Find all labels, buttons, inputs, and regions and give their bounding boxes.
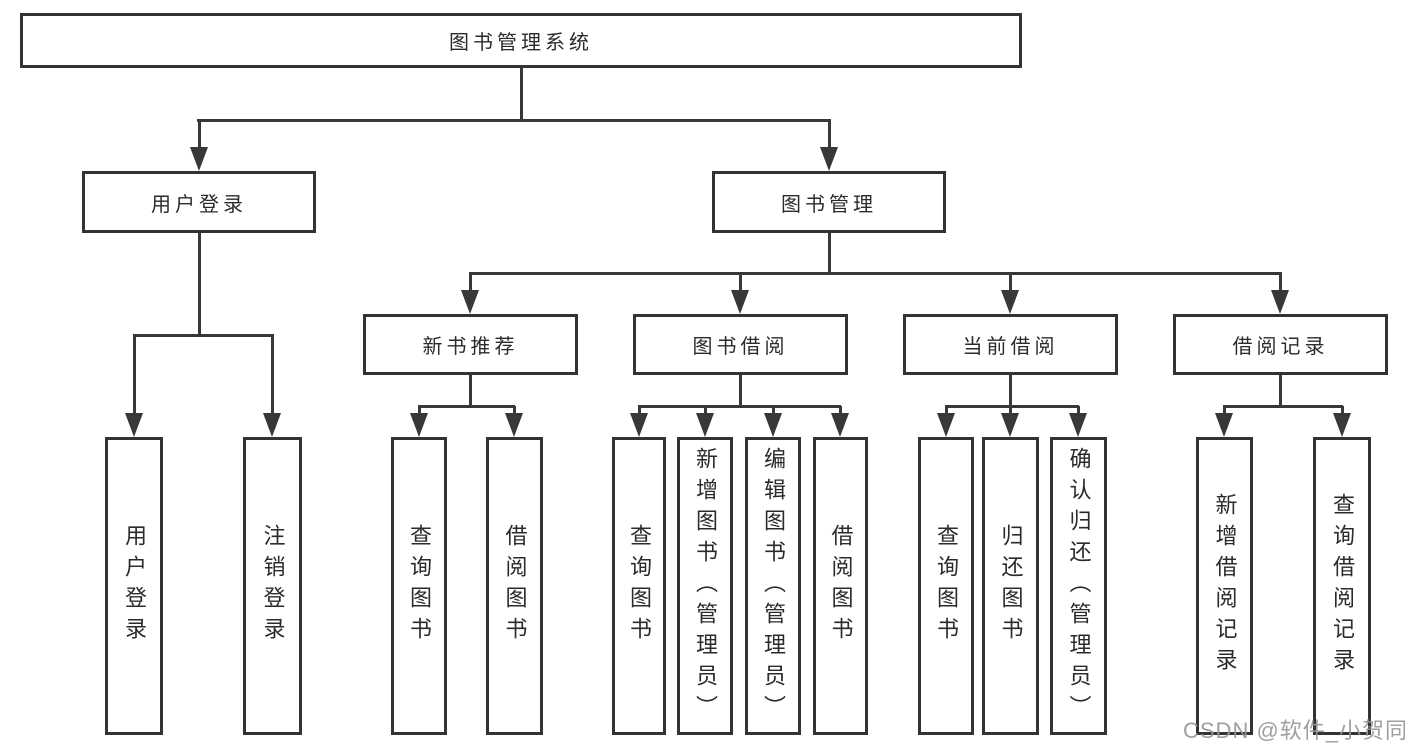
connector-bar-line (197, 118, 831, 122)
leaf-add-book-admin: 新增图书（管理员） (677, 437, 733, 735)
connector-trunk-line (197, 233, 201, 337)
connector-drop-line (1340, 406, 1344, 415)
connector-drop-line (197, 120, 201, 149)
node-label: 用户登录 (122, 524, 147, 648)
arrowhead-down-icon (764, 413, 782, 437)
arrowhead-down-icon (1215, 413, 1233, 437)
node-label: 图书管理系统 (449, 32, 593, 54)
node-label: 图书管理 (781, 193, 877, 216)
node-borrowing-records: 借阅记录 (1173, 314, 1388, 375)
connector-drop-line (771, 406, 775, 415)
node-label: 借阅记录 (1232, 336, 1329, 358)
node-book-management: 图书管理 (712, 171, 946, 233)
connector-drop-line (468, 273, 472, 292)
arrowhead-down-icon (831, 413, 849, 437)
arrowhead-down-icon (125, 413, 143, 437)
connector-drop-line (270, 335, 274, 415)
arrowhead-down-icon (1333, 413, 1351, 437)
connector-trunk-line (738, 375, 742, 408)
node-label: 确认归还（管理员） (1066, 446, 1092, 726)
node-label: 借阅图书 (502, 524, 528, 648)
connector-drop-line (738, 273, 742, 292)
connector-bar-line (945, 404, 1079, 408)
leaf-confirm-return-admin: 确认归还（管理员） (1050, 437, 1107, 735)
arrowhead-down-icon (461, 290, 479, 314)
arrowhead-down-icon (820, 147, 838, 171)
connector-trunk-line (468, 375, 472, 408)
connector-drop-line (417, 406, 421, 415)
connector-bar-line (418, 404, 515, 408)
connector-bar-line (469, 271, 1282, 275)
connector-drop-line (838, 406, 842, 415)
node-label: 查询图书 (934, 524, 959, 648)
connector-drop-line (1076, 406, 1080, 415)
node-label: 查询借阅记录 (1330, 493, 1355, 679)
connector-bar-line (133, 333, 274, 337)
connector-trunk-line (827, 233, 831, 275)
leaf-logout: 注销登录 (243, 437, 302, 735)
arrowhead-down-icon (1001, 290, 1019, 314)
connector-drop-line (1008, 273, 1012, 292)
node-label: 新增借阅记录 (1212, 493, 1238, 679)
node-label: 查询图书 (627, 524, 652, 648)
node-user-login: 用户登录 (82, 171, 316, 233)
leaf-query-borrow-record: 查询借阅记录 (1313, 437, 1371, 735)
connector-drop-line (1278, 273, 1282, 292)
leaf-query-books-recommend: 查询图书 (391, 437, 447, 735)
node-label: 注销登录 (260, 524, 286, 648)
arrowhead-down-icon (263, 413, 281, 437)
connector-drop-line (512, 406, 516, 415)
node-label: 当前借阅 (962, 336, 1059, 358)
arrowhead-down-icon (1271, 290, 1289, 314)
leaf-edit-book-admin: 编辑图书（管理员） (745, 437, 801, 735)
arrowhead-down-icon (190, 147, 208, 171)
node-label: 新书推荐 (422, 336, 519, 358)
leaf-user-login: 用户登录 (105, 437, 163, 735)
connector-drop-line (1008, 406, 1012, 415)
arrowhead-down-icon (937, 413, 955, 437)
connector-drop-line (637, 406, 641, 415)
leaf-borrow-books-borrowing: 借阅图书 (813, 437, 868, 735)
arrowhead-down-icon (505, 413, 523, 437)
arrowhead-down-icon (731, 290, 749, 314)
connector-drop-line (1222, 406, 1226, 415)
node-current-borrowing: 当前借阅 (903, 314, 1118, 375)
arrowhead-down-icon (630, 413, 648, 437)
arrowhead-down-icon (696, 413, 714, 437)
node-label: 编辑图书（管理员） (761, 446, 786, 726)
node-label: 新增图书（管理员） (693, 446, 718, 726)
leaf-return-books: 归还图书 (982, 437, 1039, 735)
leaf-borrow-books-recommend: 借阅图书 (486, 437, 543, 735)
node-label: 图书借阅 (692, 336, 789, 358)
connector-drop-line (944, 406, 948, 415)
node-label: 用户登录 (151, 193, 247, 216)
connector-drop-line (132, 335, 136, 415)
node-library-management-system: 图书管理系统 (20, 13, 1022, 68)
leaf-query-books-borrowing: 查询图书 (612, 437, 666, 735)
connector-bar-line (1223, 404, 1343, 408)
arrowhead-down-icon (410, 413, 428, 437)
arrowhead-down-icon (1001, 413, 1019, 437)
connector-trunk-line (1278, 375, 1282, 408)
node-label: 借阅图书 (828, 524, 854, 648)
connector-drop-line (703, 406, 707, 415)
connector-trunk-line (519, 68, 523, 122)
csdn-watermark: CSDN @软件_小贺同学 (1183, 718, 1405, 743)
connector-trunk-line (1008, 375, 1012, 408)
leaf-query-books-current: 查询图书 (918, 437, 974, 735)
arrowhead-down-icon (1069, 413, 1087, 437)
connector-drop-line (827, 120, 831, 149)
leaf-add-borrow-record: 新增借阅记录 (1196, 437, 1253, 735)
node-book-borrowing: 图书借阅 (633, 314, 848, 375)
node-label: 查询图书 (407, 524, 432, 648)
node-new-book-recommend: 新书推荐 (363, 314, 578, 375)
node-label: 归还图书 (998, 524, 1024, 648)
connector-bar-line (638, 404, 841, 408)
